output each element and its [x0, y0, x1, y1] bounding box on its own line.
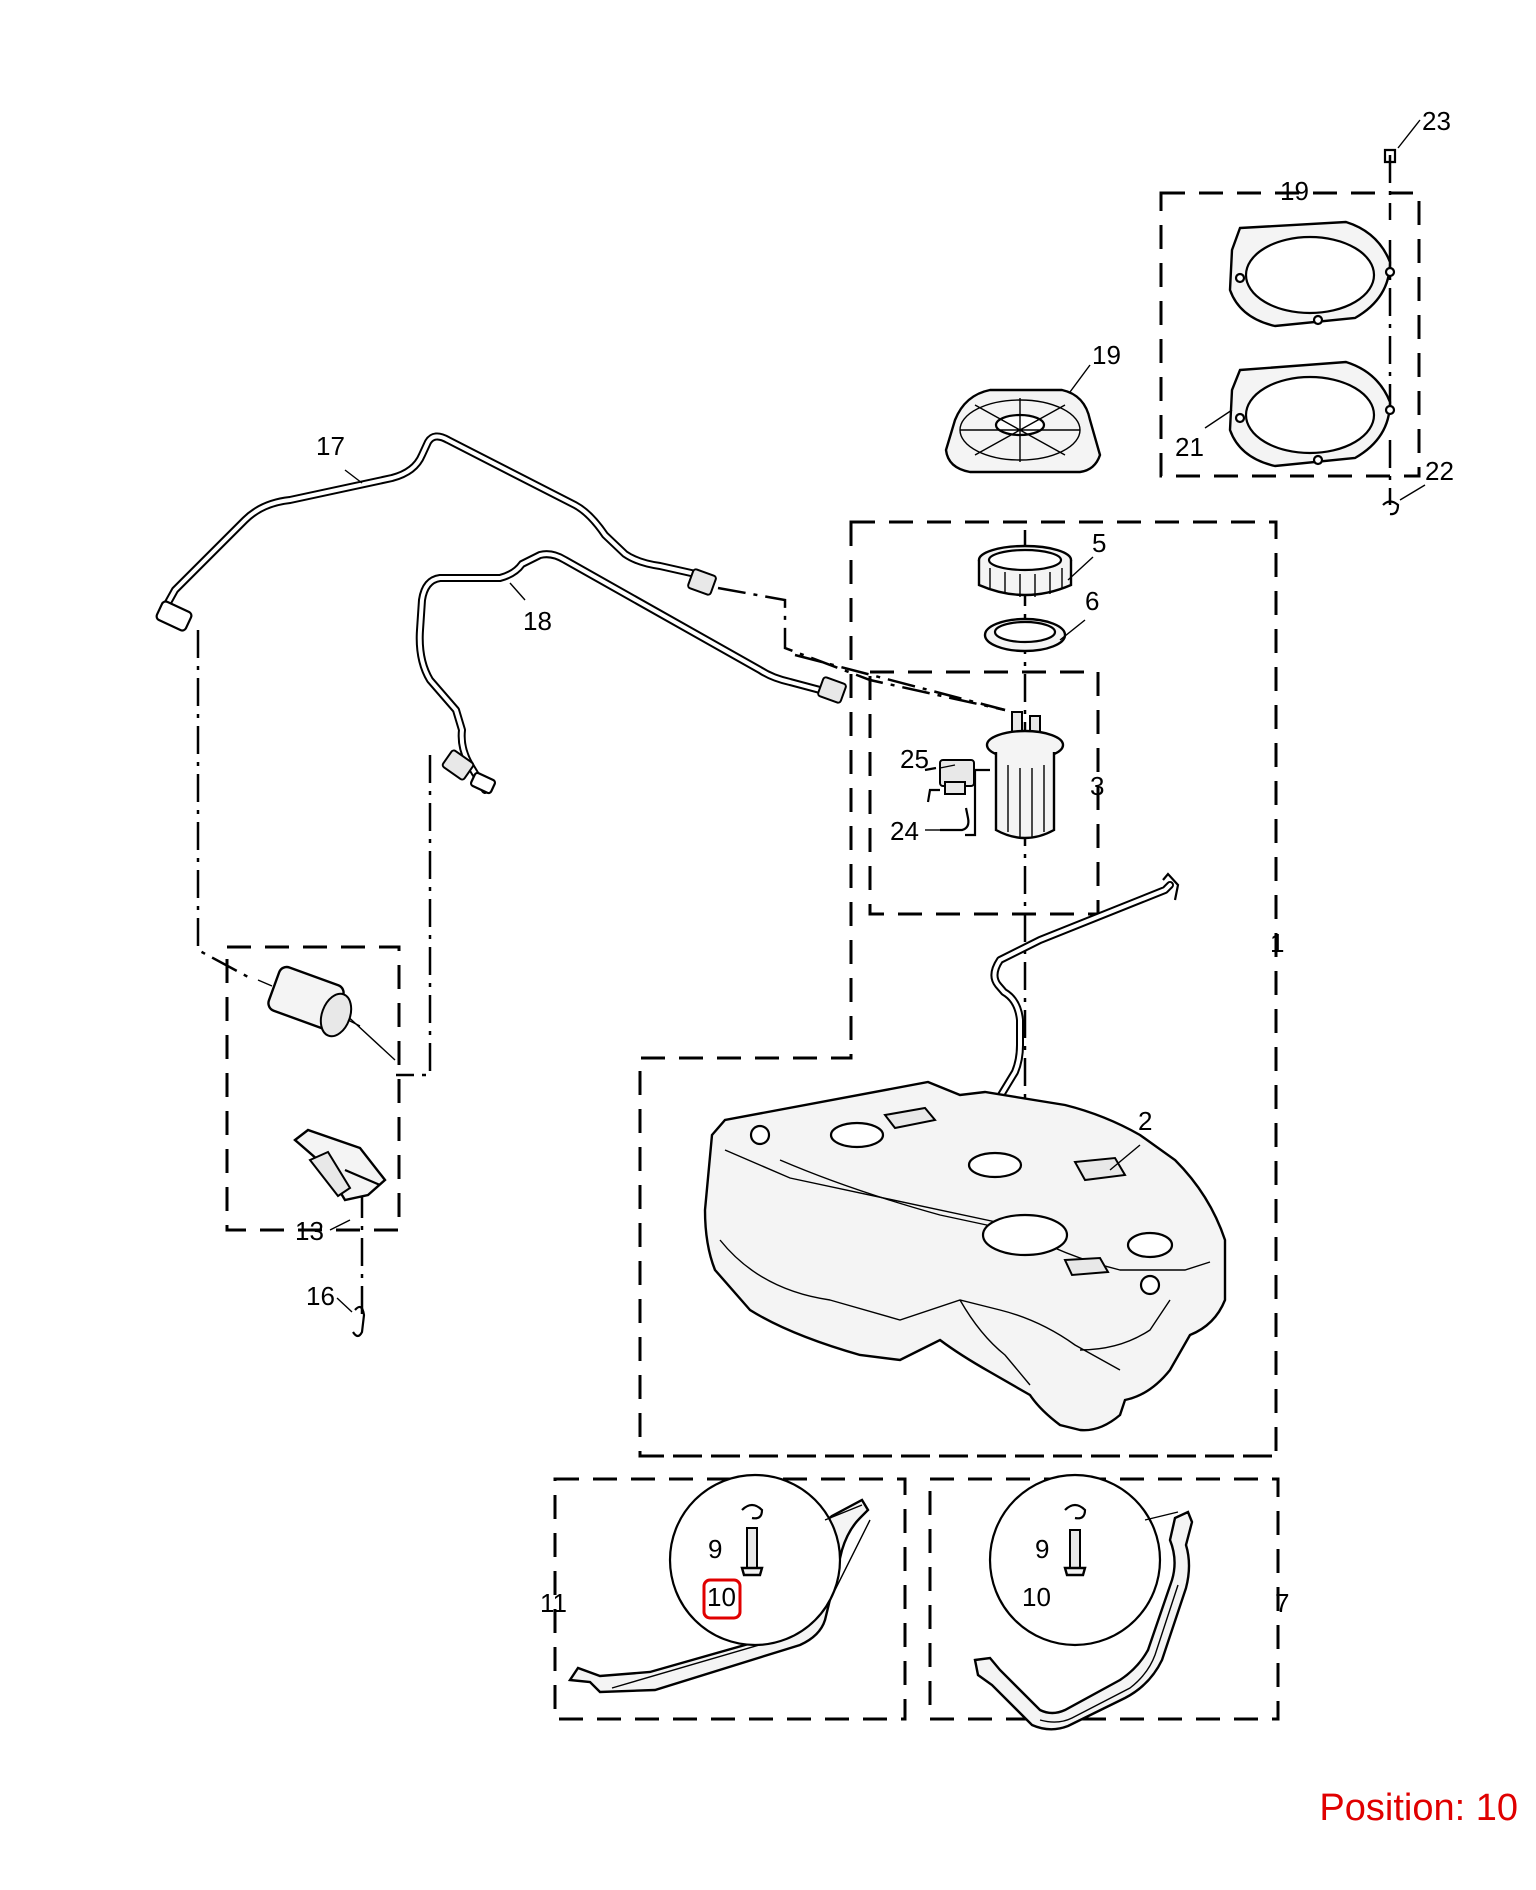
bolt-23: [1383, 148, 1397, 164]
part-labels: 17 18 5 6 3 25 24 1 2 19 19 21 22 23 13 …: [295, 106, 1454, 1618]
nut-22: [1382, 500, 1400, 516]
position-caption: Position: 10: [1319, 1787, 1518, 1829]
label-2: 2: [1138, 1106, 1152, 1136]
label-10-right: 10: [1022, 1582, 1051, 1612]
label-7: 7: [1275, 1588, 1289, 1618]
strap-7: [973, 1510, 1194, 1731]
fuel-filter: [257, 965, 361, 1038]
label-17: 17: [316, 431, 345, 461]
label-13: 13: [295, 1216, 324, 1246]
label-9-left: 9: [708, 1534, 722, 1564]
group-box-3: [868, 670, 1100, 916]
fuel-pump-module-3: [965, 711, 1065, 840]
fuel-line-18: [415, 550, 847, 795]
group-box-19-21: [1159, 191, 1421, 478]
access-cover-19: [944, 388, 1102, 474]
fuel-tank-2: [703, 1080, 1227, 1432]
label-22: 22: [1425, 456, 1454, 486]
group-box-13: [225, 945, 401, 1232]
label-19-gasket: 19: [1280, 176, 1309, 206]
gasket-21: [1228, 360, 1396, 468]
label-18: 18: [523, 606, 552, 636]
label-25: 25: [900, 744, 929, 774]
leader-lines: [329, 119, 1426, 1313]
label-16: 16: [306, 1281, 335, 1311]
seal-6: [983, 617, 1067, 653]
filler-pipe: [990, 872, 1180, 1109]
label-9-right: 9: [1035, 1534, 1049, 1564]
label-5: 5: [1092, 528, 1106, 558]
group-box-1: [638, 520, 1278, 1458]
lock-ring-5: [977, 544, 1073, 597]
fuel-line-17: [155, 432, 717, 632]
label-19-cover: 19: [1092, 340, 1121, 370]
gasket-19: [1228, 220, 1396, 328]
label-1: 1: [1270, 928, 1284, 958]
detail-circle-7: [988, 1473, 1179, 1647]
label-3: 3: [1090, 771, 1104, 801]
label-11: 11: [540, 1588, 567, 1618]
selected-part-highlight: [702, 1578, 742, 1620]
label-6: 6: [1085, 586, 1099, 616]
filter-bracket-13: [293, 1128, 387, 1202]
detail-circle-11: [668, 1473, 871, 1647]
label-24: 24: [890, 816, 919, 846]
wire-24: [940, 807, 970, 832]
clip-16: [352, 1305, 366, 1338]
label-23: 23: [1422, 106, 1451, 136]
label-10-left: 10: [707, 1582, 736, 1612]
label-21: 21: [1175, 432, 1204, 462]
